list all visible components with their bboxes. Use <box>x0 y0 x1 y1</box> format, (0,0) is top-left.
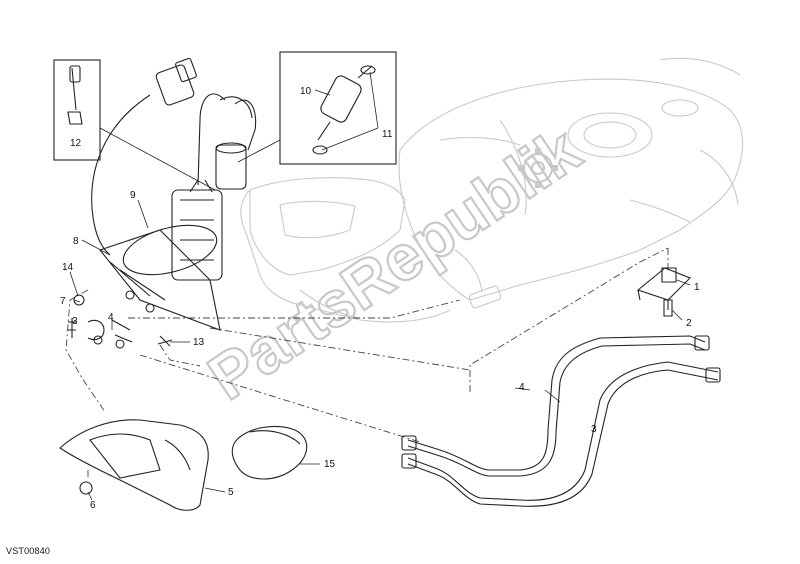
leader-lines <box>69 71 691 501</box>
callout-13: 13 <box>193 337 205 348</box>
callout-8: 8 <box>73 236 79 247</box>
callout-14: 14 <box>62 262 74 273</box>
assembly-dashed-lines <box>65 247 669 480</box>
fuel-filter-detail-box <box>279 51 397 165</box>
watermark-text: PartsRepublik <box>194 112 594 415</box>
connector-pointer-line <box>99 127 216 191</box>
mounting-bracket <box>636 267 691 310</box>
callout-4: 4 <box>519 382 525 393</box>
seal-gasket <box>231 425 308 480</box>
callout-labels: 1 2 3 3 4 4 5 6 7 8 9 10 11 12 13 14 15 <box>60 86 700 511</box>
callout-12: 12 <box>70 138 82 149</box>
fuel-hoses <box>401 335 721 507</box>
filter-pointer-line <box>237 139 281 163</box>
callout-9: 9 <box>130 190 136 201</box>
svg-text:PartsRepublik: PartsRepublik <box>196 113 593 414</box>
connector-detail-box <box>53 59 101 161</box>
callout-3-pump: 3 <box>72 316 78 327</box>
gear-logo-icon <box>518 148 558 188</box>
diagram-reference-code: VST00840 <box>6 546 51 556</box>
callout-11: 11 <box>382 129 393 140</box>
cover-plate <box>59 419 209 511</box>
callout-5: 5 <box>228 487 234 498</box>
small-fasteners <box>68 267 677 495</box>
callout-3: 3 <box>591 424 597 435</box>
callout-10: 10 <box>300 86 312 97</box>
fuel-tank-ghost <box>240 57 744 323</box>
callout-6: 6 <box>90 500 96 511</box>
callout-4-pump: 4 <box>108 312 114 323</box>
callout-1: 1 <box>694 282 700 293</box>
fuel-pump-assembly <box>91 57 257 331</box>
callout-7: 7 <box>60 296 66 307</box>
callout-2: 2 <box>686 318 692 329</box>
callout-15: 15 <box>324 459 336 470</box>
